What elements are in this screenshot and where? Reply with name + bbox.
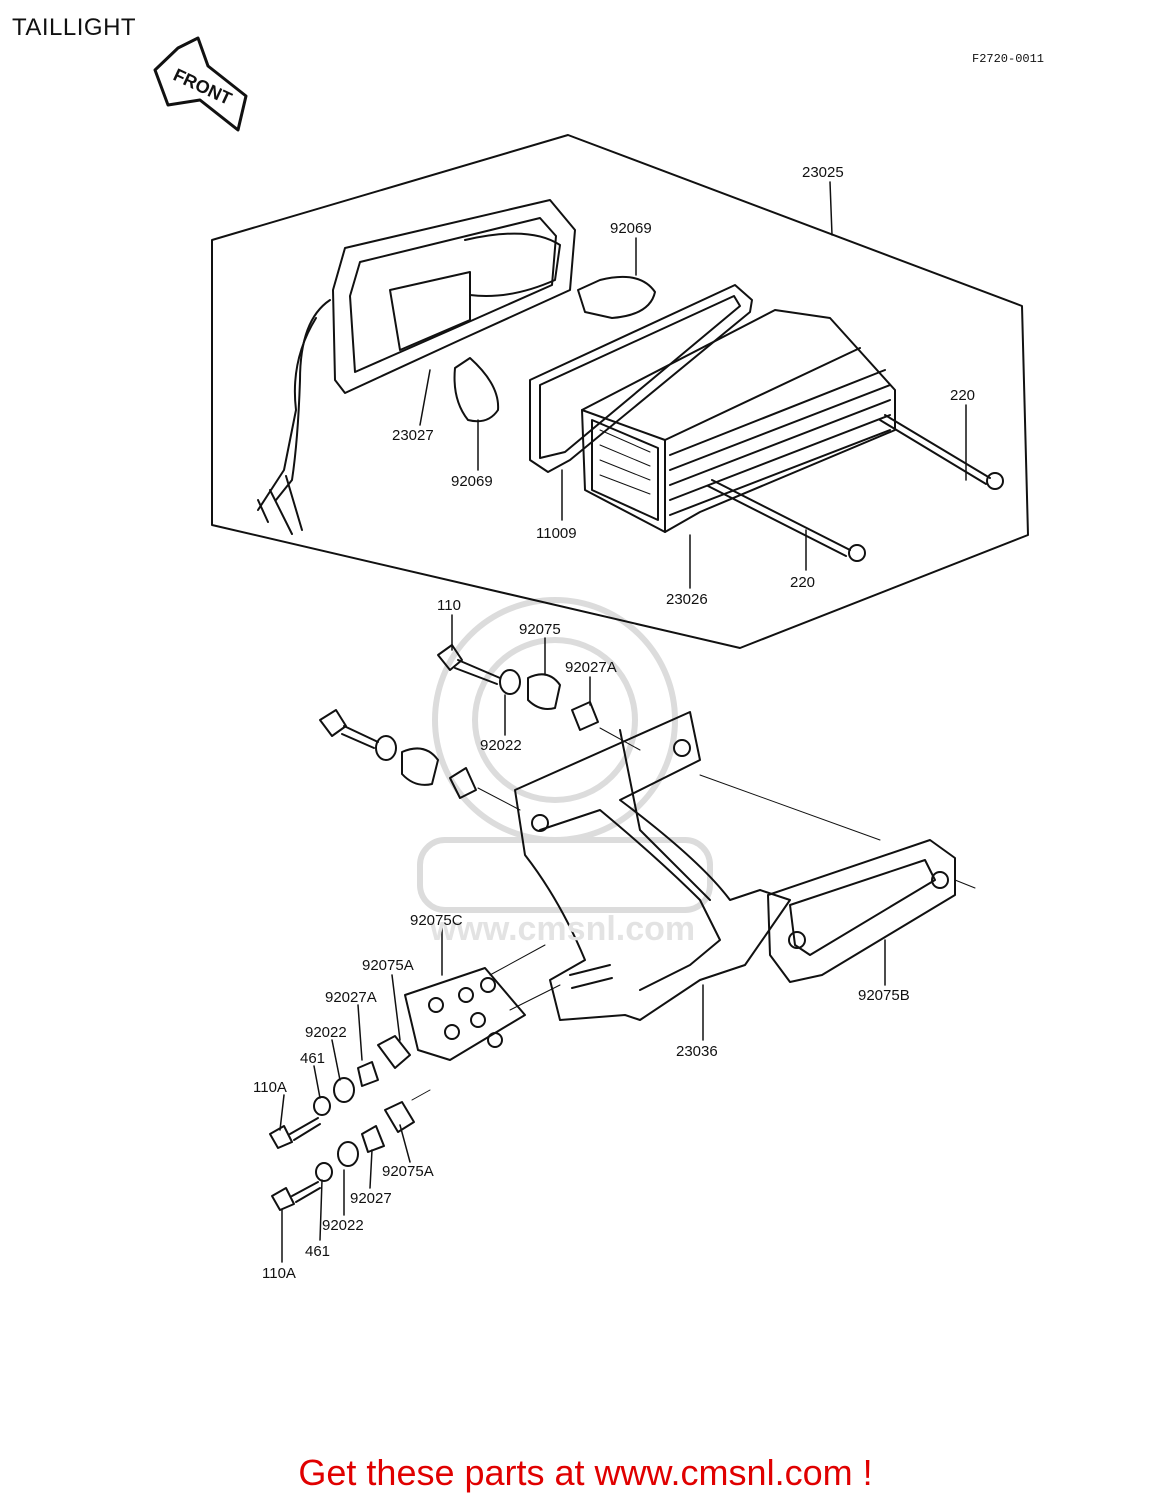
part-label-23025: 23025 [802,164,844,181]
lower-hardware-stack [269,1035,431,1211]
lens-housing-23027 [257,199,576,535]
part-label-23036: 23036 [676,1043,718,1060]
part-label-23027: 23027 [392,427,434,444]
screw-220-bottom [707,479,866,562]
rubber-pad-92075C [404,944,561,1061]
part-label-461-top: 461 [300,1050,325,1067]
upper-mount-hardware [319,644,641,811]
bulb-icon-92069-bottom [453,357,500,423]
part-label-92022-bottom: 92022 [322,1217,364,1234]
part-label-92022-mid: 92022 [305,1024,347,1041]
part-label-220-bottom: 220 [790,574,815,591]
part-label-110A-top: 110A [253,1079,287,1096]
watermark-text: www.cmsnl.com [429,910,695,948]
leader-lines [279,181,967,1263]
part-label-220-top: 220 [950,387,975,404]
part-label-92075B: 92075B [858,987,910,1004]
part-label-11009: 11009 [536,525,577,542]
watermark-logo [417,597,713,913]
diagram-code: F2720-0011 [972,52,1045,66]
part-label-92075C: 92075C [410,912,463,929]
footer-promo-link[interactable]: Get these parts at www.cmsnl.com ! [298,1452,873,1493]
page-title: TAILLIGHT [12,14,137,41]
parts-diagram: www.cmsnl.com FRONT 23025 92069 23027 92… [153,36,1029,1282]
part-label-92027: 92027 [350,1190,392,1207]
part-label-92069-top: 92069 [610,220,652,237]
part-label-92069-bottom: 92069 [451,473,493,490]
plate-frame-92075B [699,774,976,983]
part-label-92075A-bottom: 92075A [382,1163,434,1180]
front-arrow-icon [153,36,248,132]
part-label-92075A-top: 92075A [362,957,414,974]
bulb-icon-92069-top [577,275,656,319]
screw-220-top [879,414,1004,490]
gasket-11009 [529,284,753,473]
part-label-92027A-top: 92027A [565,659,617,676]
part-label-92027A-mid: 92027A [325,989,377,1006]
part-label-92022-top: 92022 [480,737,522,754]
assembly-outline-23025 [211,134,1029,649]
part-label-110A-bottom: 110A [262,1265,296,1282]
part-label-110: 110 [437,597,461,614]
part-label-92075: 92075 [519,621,561,638]
part-label-23026: 23026 [666,591,708,608]
part-label-461-bottom: 461 [305,1243,330,1260]
bracket-23036 [514,711,791,1021]
